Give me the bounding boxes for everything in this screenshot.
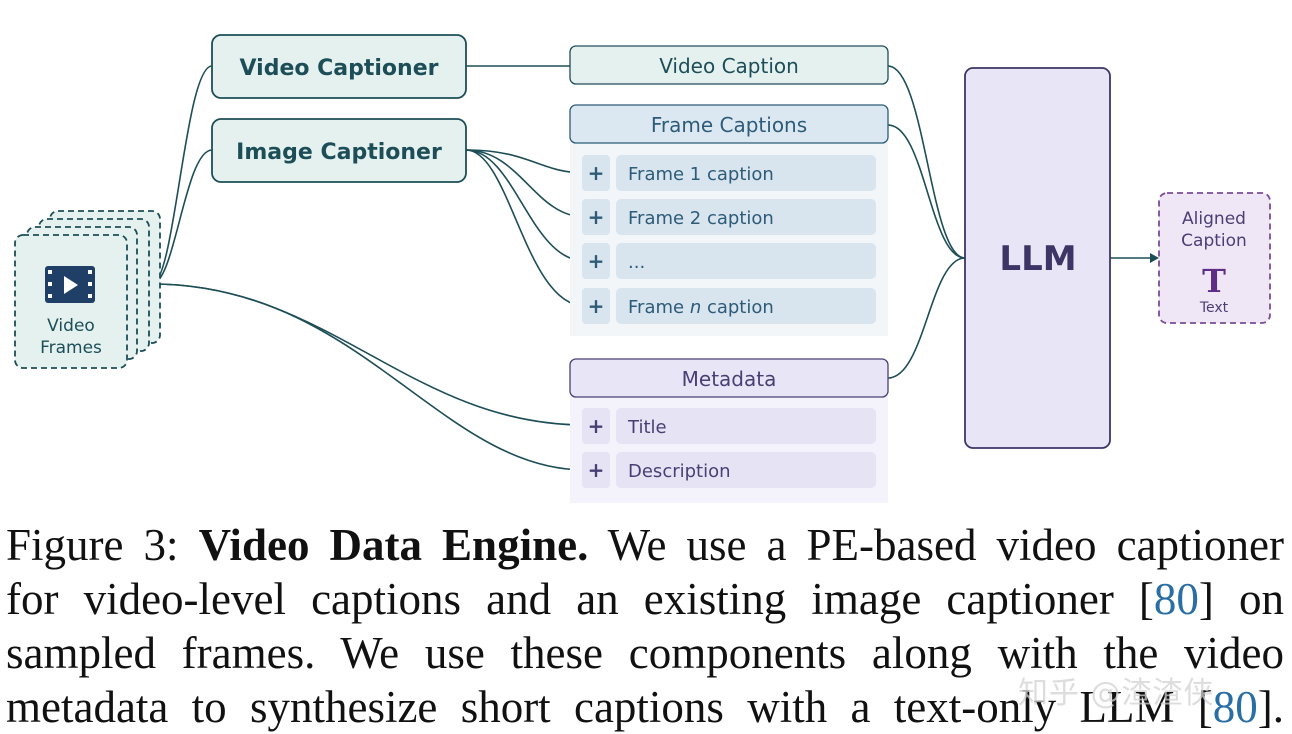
- video-frames-label-line1: Video: [47, 316, 95, 336]
- frame-row-italic: n: [690, 297, 701, 318]
- metadata-row-description: + Description: [582, 452, 876, 488]
- image-captioner-label: Image Captioner: [236, 140, 442, 165]
- connector-lines: [151, 65, 1150, 471]
- text-type-icon: T: [1202, 262, 1226, 300]
- metadata-row-text: Title: [627, 417, 667, 438]
- watermark: 知乎 @渣渣侠: [1018, 676, 1215, 711]
- frame-captions-header: Frame Captions: [569, 104, 889, 144]
- frame-row-text: Frame 2 caption: [628, 208, 774, 229]
- plus-icon: +: [588, 294, 605, 318]
- video-captioner-box: Video Captioner: [211, 34, 467, 99]
- metadata-header: Metadata: [569, 358, 889, 398]
- arrow-head-icon: [1150, 253, 1159, 263]
- video-caption-box: Video Caption: [569, 45, 889, 85]
- caption-line-2: for video-level captions and an existing…: [6, 572, 1284, 626]
- caption-line-3: sampled frames. We use these components …: [6, 626, 1284, 680]
- plus-icon: +: [588, 205, 605, 229]
- metadata-label: Metadata: [682, 367, 777, 391]
- frame-row-2: + Frame 2 caption: [582, 199, 876, 235]
- frame-row-text: ...: [628, 252, 645, 273]
- caption-text: metadata to synthesize short captions wi…: [6, 682, 1213, 732]
- video-frames-label-line2: Frames: [40, 338, 102, 358]
- citation-link[interactable]: 80: [1153, 574, 1199, 624]
- caption-bold-title: Video Data Engine.: [198, 520, 589, 570]
- caption-text: for video-level captions and an existing…: [6, 574, 1154, 624]
- frame-captions-label: Frame Captions: [651, 113, 807, 137]
- plus-icon: +: [588, 161, 605, 185]
- video-captioner-label: Video Captioner: [240, 56, 439, 81]
- video-caption-label: Video Caption: [659, 54, 799, 78]
- frame-row-text: Frame 1 caption: [628, 164, 774, 185]
- svg-text:Frame n caption: Frame n caption: [628, 297, 774, 318]
- plus-icon: +: [588, 249, 605, 273]
- frame-row-4: + Frame n caption: [582, 288, 876, 324]
- plus-icon: +: [588, 458, 605, 482]
- caption-line-1: Figure 3: Video Data Engine. We use a PE…: [6, 518, 1284, 572]
- text-type-label: Text: [1199, 300, 1229, 316]
- aligned-caption-line1: Aligned: [1182, 209, 1246, 229]
- frame-row-suffix: caption: [701, 297, 774, 318]
- svg-text:...: ...: [628, 252, 645, 273]
- metadata-row-title: + Title: [582, 408, 876, 444]
- metadata-row-text: Description: [628, 461, 731, 482]
- llm-box: LLM: [964, 67, 1111, 449]
- aligned-caption-box: Aligned Caption T Text: [1158, 192, 1271, 324]
- plus-icon: +: [588, 414, 605, 438]
- figure-label: Figure 3:: [6, 520, 199, 570]
- caption-line-4: metadata to synthesize short captions wi…: [6, 680, 1284, 734]
- frame-row-1: + Frame 1 caption: [582, 155, 876, 191]
- image-captioner-box: Image Captioner: [211, 118, 467, 183]
- film-play-icon: [45, 266, 95, 303]
- aligned-caption-line2: Caption: [1181, 231, 1247, 251]
- svg-text:Frame 2 caption: Frame 2 caption: [628, 208, 774, 229]
- citation-link[interactable]: 80: [1212, 682, 1258, 732]
- llm-label: LLM: [999, 239, 1076, 279]
- svg-text:Frame 1 caption: Frame 1 caption: [628, 164, 774, 185]
- caption-text: sampled frames. We use these components …: [6, 628, 1284, 678]
- figure-caption: Figure 3: Video Data Engine. We use a PE…: [6, 518, 1284, 734]
- caption-text: We use a PE-based video captioner: [588, 520, 1284, 570]
- caption-text: ].: [1257, 682, 1284, 732]
- caption-text: ] on: [1198, 574, 1284, 624]
- frame-row-3: + ...: [582, 243, 876, 279]
- frame-row-text: Frame: [628, 297, 690, 318]
